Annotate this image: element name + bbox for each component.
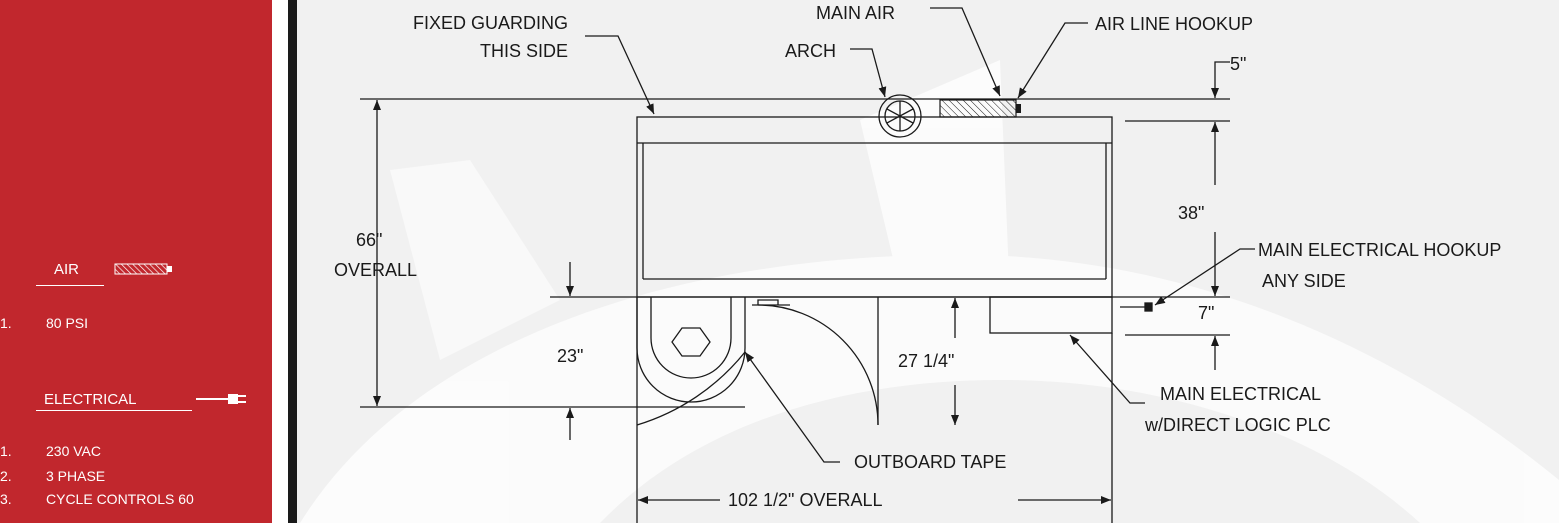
electrical-item-num: 2. xyxy=(0,468,12,484)
electrical-item-text: 230 VAC xyxy=(46,443,101,459)
dim-102-1-2in: 102 1/2" OVERALL xyxy=(728,490,883,510)
machine-outline xyxy=(360,94,1230,523)
dim-38in: 38" xyxy=(1178,203,1204,223)
air-heading: AIR xyxy=(54,261,80,278)
electrical-underline xyxy=(36,410,192,411)
electrical-item-num: 1. xyxy=(0,443,12,459)
label-arch: ARCH xyxy=(785,41,836,61)
label-direct-logic-plc: w/DIRECT LOGIC PLC xyxy=(1144,415,1331,435)
label-air-line-hookup: AIR LINE HOOKUP xyxy=(1095,14,1253,34)
drawing-svg: FIXED GUARDING THIS SIDE MAIN AIR ARCH A… xyxy=(300,3,1559,523)
air-underline xyxy=(36,285,104,286)
dim-7in: 7" xyxy=(1198,303,1214,323)
air-item-num: 1. xyxy=(0,315,12,331)
dim-5in: 5" xyxy=(1230,54,1246,74)
label-this-side: THIS SIDE xyxy=(480,41,568,61)
air-item-text: 80 PSI xyxy=(46,315,89,331)
dim-overall: OVERALL xyxy=(334,260,417,280)
label-any-side: ANY SIDE xyxy=(1262,271,1346,291)
air-line-icon xyxy=(114,263,172,275)
electrical-item-text: CYCLE CONTROLS 60 xyxy=(46,491,194,507)
electrical-heading: ELECTRICAL xyxy=(44,391,137,408)
plug-icon xyxy=(196,394,246,404)
label-main-air: MAIN AIR xyxy=(816,3,895,23)
label-main-electrical: MAIN ELECTRICAL xyxy=(1160,384,1321,404)
divider xyxy=(272,0,288,523)
dim-66in: 66" xyxy=(356,230,382,250)
label-main-electrical-hookup: MAIN ELECTRICAL HOOKUP xyxy=(1258,240,1501,260)
air-line-hookup-icon xyxy=(939,99,1017,118)
electrical-item-num: 3. xyxy=(0,491,12,507)
electrical-item-text: 3 PHASE xyxy=(46,468,106,484)
spec-sidebar: AIR 1. 80 PSI ELECTRICAL 1. 230 VAC 2. 3… xyxy=(0,0,272,523)
label-outboard-tape: OUTBOARD TAPE xyxy=(854,452,1006,472)
air-line-fitting xyxy=(1016,104,1021,113)
technical-drawing: FIXED GUARDING THIS SIDE MAIN AIR ARCH A… xyxy=(297,0,1559,523)
dim-27-1-4in: 27 1/4" xyxy=(898,351,954,371)
background-watermark xyxy=(300,60,1559,523)
annotations: FIXED GUARDING THIS SIDE MAIN AIR ARCH A… xyxy=(334,3,1501,510)
label-fixed-guarding: FIXED GUARDING xyxy=(413,13,568,33)
border-bar xyxy=(288,0,297,523)
dim-23in: 23" xyxy=(557,346,583,366)
dimension-lines xyxy=(373,7,1255,504)
